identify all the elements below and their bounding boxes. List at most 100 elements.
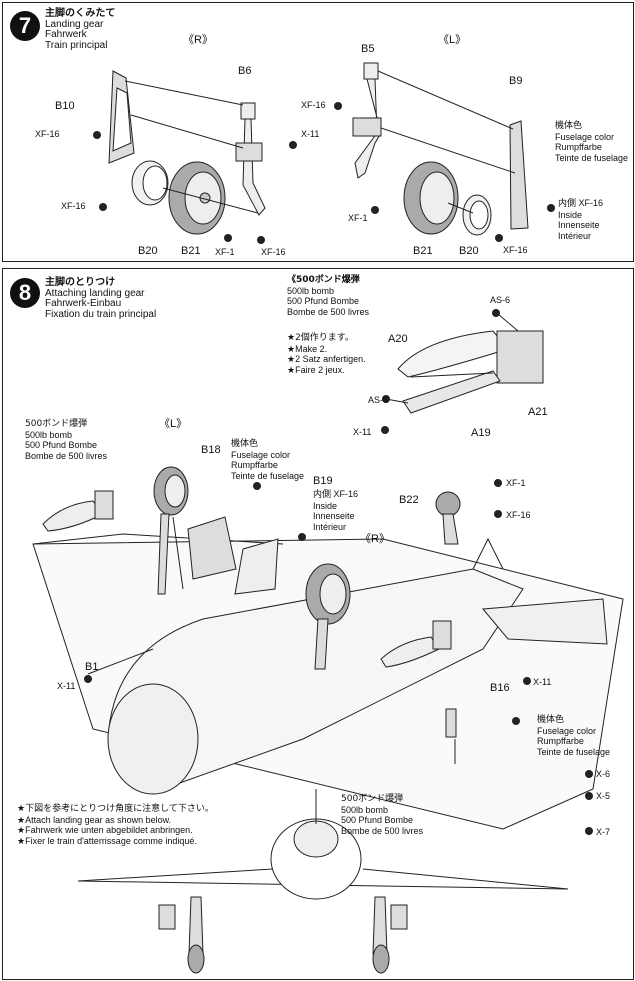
note-en: Inside: [558, 209, 583, 220]
part-b20-l: B20: [459, 245, 479, 257]
bomb-jp: 500ボンド爆弾: [25, 419, 88, 429]
note-jp: 内側: [313, 490, 332, 500]
left-side-label: 《L》: [159, 418, 188, 430]
make-two-note: ★2個作ります。 ★Make 2. ★2 Satz anfertigen. ★F…: [287, 333, 366, 375]
make2-en: ★Make 2.: [287, 343, 328, 354]
fuselage-color-note: 機体色 Fuselage color Rumpffarbe Teinte de …: [231, 439, 304, 481]
bomb-de: 500 Pfund Bombe: [25, 440, 98, 450]
bomb-header-de: 500 Pfund Bombe: [287, 296, 360, 306]
make2-fr: ★Faire 2 jeux.: [287, 364, 345, 375]
note-en: ★Attach landing gear as shown below.: [17, 814, 172, 825]
note-en: Inside: [313, 500, 338, 511]
bomb-header-en: 500lb bomb: [287, 285, 335, 296]
part-b19: B19: [313, 475, 333, 487]
step-8-panel: 8 主脚のとりつけ Attaching landing gear Fahrwer…: [2, 268, 634, 980]
note-jp: ★下図を参考にとりつけ角度に注意して下さい。: [17, 804, 214, 814]
note-en: Fuselage color: [555, 131, 615, 142]
bomb-en: 500lb bomb: [341, 804, 389, 815]
part-a20: A20: [388, 333, 408, 345]
landing-gear-assembly-drawing: [93, 62, 555, 244]
note-jp: 機体色: [537, 715, 565, 725]
note-en: Fuselage color: [537, 725, 597, 736]
bomb-label-lower: 500ボンド爆弾 500lb bomb 500 Pfund Bombe Bomb…: [341, 794, 423, 836]
note-fr: Intérieur: [558, 230, 592, 241]
note-fr: Teinte de fuselage: [231, 470, 305, 481]
paint-x11: X-11: [533, 677, 552, 687]
paint-x5: X-5: [596, 791, 611, 801]
note-de: Rumpffarbe: [555, 142, 602, 152]
bomb-jp: 500ボンド爆弾: [341, 794, 404, 804]
note-fr: Teinte de fuselage: [555, 152, 629, 163]
part-b21-l: B21: [413, 245, 433, 257]
note-jp: 機体色: [231, 439, 259, 449]
note-fr: Teinte de fuselage: [537, 746, 611, 757]
step-7-panel: 7 主脚のくみたて Landing gear Fahrwerk Train pr…: [2, 2, 634, 262]
part-as6: AS-6: [368, 395, 389, 405]
bomb-header-jp: 《500ボンド爆弾: [287, 275, 360, 285]
make2-de: ★2 Satz anfertigen.: [287, 354, 366, 364]
right-side-label: 《R》: [183, 34, 213, 46]
title-fr: Train principal: [45, 39, 108, 51]
paint-xf16: XF-16: [61, 201, 86, 211]
note-jp: 機体色: [555, 121, 583, 131]
note-fr: Intérieur: [313, 521, 347, 532]
part-b6: B6: [238, 65, 252, 77]
paint-xf1: XF-1: [506, 478, 526, 488]
note-de: Innenseite: [558, 220, 600, 230]
part-a21: A21: [528, 406, 548, 418]
fuselage-color-note: 機体色 Fuselage color Rumpffarbe Teinte de …: [537, 715, 610, 757]
paint-x7: X-7: [596, 827, 611, 837]
note-de: ★Fahrwerk wie unten abgebildet anbringen…: [17, 825, 193, 835]
part-b20-r: B20: [138, 245, 158, 257]
right-side-label: 《R》: [360, 533, 390, 545]
part-as6: AS-6: [490, 295, 511, 305]
bomb-de: 500 Pfund Bombe: [341, 815, 414, 825]
note-en: Fuselage color: [231, 449, 291, 460]
step-title: 主脚のくみたて Landing gear Fahrwerk Train prin…: [45, 8, 116, 51]
paint-xf16: XF-16: [35, 129, 60, 139]
paint-xf16: XF-16: [261, 247, 286, 257]
title-jp: 主脚のとりつけ: [45, 277, 116, 288]
part-b21-r: B21: [181, 245, 201, 257]
inside-color-note: 内側 XF-16 Inside Innenseite Intérieur: [558, 198, 603, 241]
note-jp: 内側: [558, 199, 577, 209]
part-b9: B9: [509, 75, 523, 87]
make2-jp: ★2個作ります。: [287, 333, 354, 343]
part-b22: B22: [399, 494, 419, 506]
paint-x6: X-6: [596, 769, 611, 779]
fuselage-color-note: 機体色 Fuselage color Rumpffarbe Teinte de …: [555, 121, 628, 163]
step-title: 主脚のとりつけ Attaching landing gear Fahrwerk-…: [45, 277, 157, 320]
note-de: Innenseite: [313, 511, 355, 521]
inside-color-note: 内側 XF-16 Inside Innenseite Intérieur: [313, 489, 358, 532]
paint-xf16: XF-16: [503, 245, 528, 255]
attach-angle-note: ★下図を参考にとりつけ角度に注意して下さい。 ★Attach landing g…: [17, 804, 214, 846]
part-b5: B5: [361, 43, 375, 55]
bomb-fr: Bombe de 500 livres: [341, 825, 424, 836]
paint-xf16: XF-16: [506, 510, 531, 520]
bomb-en: 500lb bomb: [25, 429, 73, 440]
part-a19: A19: [471, 427, 491, 439]
paint-xf16: XF-16: [301, 100, 326, 110]
paint-x11: X-11: [301, 129, 320, 139]
paint-x11: X-11: [353, 427, 372, 437]
paint-xf1: XF-1: [215, 247, 235, 257]
part-b10: B10: [55, 100, 75, 112]
title-en: Landing gear: [45, 18, 104, 30]
bomb-label-left: 500ボンド爆弾 500lb bomb 500 Pfund Bombe Bomb…: [25, 419, 107, 461]
step-number: 7: [10, 11, 40, 41]
paint-x11: X-11: [57, 681, 76, 691]
title-jp: 主脚のくみたて: [45, 8, 116, 19]
step-number: 8: [10, 278, 40, 308]
part-b18: B18: [201, 444, 221, 456]
title-fr: Fixation du train principal: [45, 308, 157, 320]
note-de: Rumpffarbe: [537, 736, 584, 746]
bomb-header: 《500ボンド爆弾 500lb bomb 500 Pfund Bombe Bom…: [287, 275, 369, 317]
title-en: Attaching landing gear: [45, 287, 145, 299]
title-de: Fahrwerk: [45, 29, 87, 40]
bomb-fr: Bombe de 500 livres: [25, 450, 108, 461]
note-de: Rumpffarbe: [231, 460, 278, 470]
part-b1: B1: [85, 661, 99, 673]
bomb-header-fr: Bombe de 500 livres: [287, 306, 370, 317]
paint-xf1: XF-1: [348, 213, 368, 223]
